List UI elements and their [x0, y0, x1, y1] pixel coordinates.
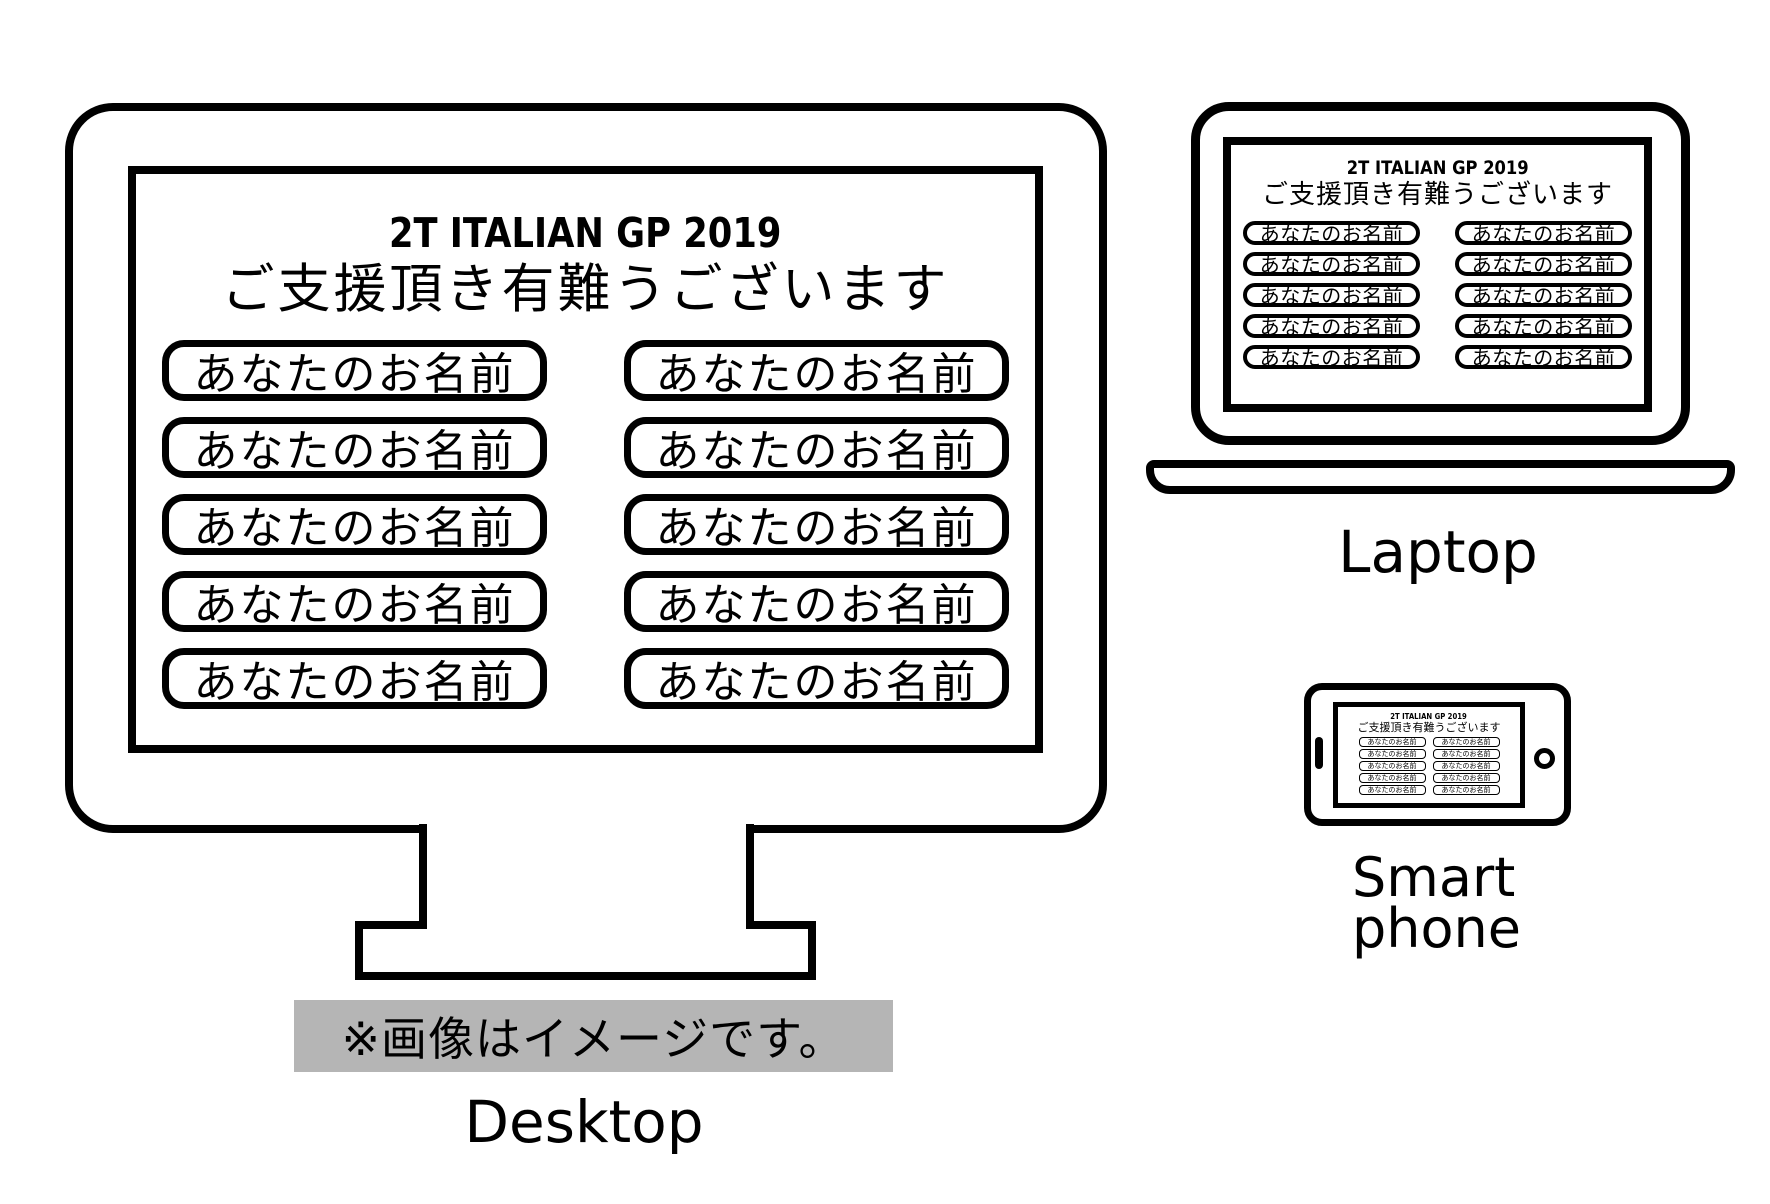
supporter-name-placeholder-pill: あなたのお名前 [1243, 220, 1420, 245]
laptop-keyboard-base [1146, 460, 1735, 494]
thank-you-message: ご支援頂き有難うございます [221, 259, 950, 321]
supporter-name-placeholder-pill: あなたのお名前 [1432, 749, 1500, 760]
thank-you-message: ご支援頂き有難うございます [1261, 179, 1613, 210]
supporter-name-placeholder-pill: あなたのお名前 [1243, 344, 1420, 369]
supporter-name-placeholder-pill: あなたのお名前 [1455, 313, 1632, 338]
supporter-name-placeholder-pill: あなたのお名前 [1432, 773, 1500, 784]
supporter-name-placeholder-pill: あなたのお名前 [1432, 737, 1500, 748]
phone-speaker [1315, 737, 1323, 769]
supporter-name-placeholder-pill: あなたのお名前 [162, 570, 547, 632]
desktop-screen: 2T ITALIAN GP 2019 ご支援頂き有難うございます あなたのお名前… [128, 166, 1043, 753]
disclaimer-banner: ※画像はイメージです。 [294, 1000, 893, 1072]
campaign-title: 2T ITALIAN GP 2019 [1346, 157, 1529, 179]
supporter-name-placeholder-pill: あなたのお名前 [1358, 773, 1426, 784]
desktop-label: Desktop [464, 1088, 704, 1156]
supporter-name-placeholder-pill: あなたのお名前 [162, 416, 547, 478]
supporter-name-placeholder-pill: あなたのお名前 [1432, 761, 1500, 772]
desktop-monitor: 2T ITALIAN GP 2019 ご支援頂き有難うございます あなたのお名前… [65, 103, 1107, 833]
supporter-name-placeholder-pill: あなたのお名前 [1358, 761, 1426, 772]
supporter-name-placeholder-pill: あなたのお名前 [162, 647, 547, 709]
supporter-name-placeholder-pill: あなたのお名前 [1455, 251, 1632, 276]
laptop-label: Laptop [1338, 518, 1538, 586]
desktop-monitor-stand [355, 824, 816, 980]
campaign-title: 2T ITALIAN GP 2019 [389, 209, 782, 257]
supporter-name-grid: あなたのお名前あなたのお名前あなたのお名前あなたのお名前あなたのお名前あなたのお… [1243, 220, 1632, 369]
disclaimer-text: ※画像はイメージです。 [341, 1012, 846, 1066]
supporter-name-placeholder-pill: あなたのお名前 [162, 493, 547, 555]
campaign-title: 2T ITALIAN GP 2019 [1390, 712, 1468, 721]
smartphone-screen: 2T ITALIAN GP 2019 ご支援頂き有難うございます あなたのお名前… [1333, 702, 1525, 808]
supporter-name-placeholder-pill: あなたのお名前 [1243, 313, 1420, 338]
supporter-name-placeholder-pill: あなたのお名前 [1455, 282, 1632, 307]
supporter-name-placeholder-pill: あなたのお名前 [1358, 785, 1426, 796]
supporter-name-placeholder-pill: あなたのお名前 [1455, 344, 1632, 369]
smartphone-body: 2T ITALIAN GP 2019 ご支援頂き有難うございます あなたのお名前… [1304, 683, 1571, 826]
supporter-name-placeholder-pill: あなたのお名前 [1358, 749, 1426, 760]
supporter-name-placeholder-pill: あなたのお名前 [624, 416, 1009, 478]
supporter-name-placeholder-pill: あなたのお名前 [624, 647, 1009, 709]
phone-home-button-icon [1534, 748, 1555, 769]
laptop-screen-frame: 2T ITALIAN GP 2019 ご支援頂き有難うございます あなたのお名前… [1191, 102, 1690, 445]
supporter-name-placeholder-pill: あなたのお名前 [1243, 251, 1420, 276]
supporter-name-placeholder-pill: あなたのお名前 [1455, 220, 1632, 245]
supporter-name-placeholder-pill: あなたのお名前 [624, 570, 1009, 632]
smartphone-label: Smart phone [1352, 846, 1521, 961]
supporter-name-placeholder-pill: あなたのお名前 [1243, 282, 1420, 307]
supporter-name-grid: あなたのお名前あなたのお名前あなたのお名前あなたのお名前あなたのお名前あなたのお… [162, 339, 1009, 709]
supporter-name-placeholder-pill: あなたのお名前 [162, 339, 547, 401]
supporter-name-placeholder-pill: あなたのお名前 [1358, 737, 1426, 748]
thank-you-message: ご支援頂き有難うございます [1357, 721, 1501, 735]
laptop-screen: 2T ITALIAN GP 2019 ご支援頂き有難うございます あなたのお名前… [1223, 137, 1652, 412]
supporter-name-placeholder-pill: あなたのお名前 [624, 339, 1009, 401]
supporter-name-grid: あなたのお名前あなたのお名前あなたのお名前あなたのお名前あなたのお名前あなたのお… [1358, 737, 1500, 796]
supporter-name-placeholder-pill: あなたのお名前 [624, 493, 1009, 555]
supporter-name-placeholder-pill: あなたのお名前 [1432, 785, 1500, 796]
